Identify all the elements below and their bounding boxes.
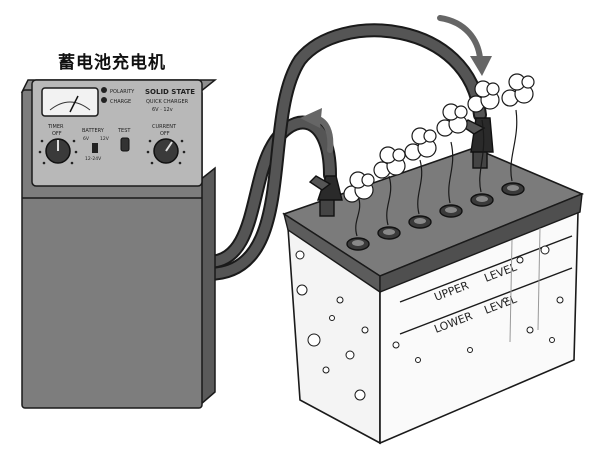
polarity-lamp (101, 87, 107, 93)
battery-range-label: 12-24V (85, 156, 102, 162)
rear-clamp (308, 175, 343, 201)
gas-cloud-5 (467, 80, 500, 113)
gas-cloud-4 (436, 103, 468, 137)
battery-lid-rim-right (379, 192, 583, 294)
battery-select-switch[interactable] (92, 143, 98, 153)
battery-6v-label: 6V (83, 136, 90, 142)
charger-cables (201, 23, 487, 281)
gas-cloud-1 (343, 171, 375, 203)
gas-plumes (343, 73, 535, 237)
timer-off-label: OFF (52, 131, 62, 137)
timer-label: TIMER (47, 124, 64, 130)
charge-label: CHARGE (110, 99, 131, 105)
brand-line-1: SOLID STATE (145, 88, 195, 96)
battery-charger: POLARITY CHARGE SOLID STATE QUICK CHARGE… (20, 79, 218, 409)
test-label: TEST (117, 128, 131, 134)
brand-line-2: QUICK CHARGER (146, 99, 189, 105)
car-battery: UPPER LEVEL LOWER LEVEL (282, 144, 585, 445)
lower-level-line (399, 267, 573, 335)
battery-12v-label: 12V (100, 136, 110, 142)
current-off-label: OFF (160, 131, 170, 137)
charger-title: 蓄电池充电机 (58, 53, 166, 73)
gas-cloud-6 (501, 73, 535, 107)
polarity-label: POLARITY (110, 89, 135, 95)
gas-cloud-2 (373, 146, 406, 179)
gas-cloud-3 (404, 127, 437, 161)
gas-bubbles (295, 245, 564, 401)
charge-lamp (101, 97, 107, 103)
current-arrows (300, 15, 492, 153)
test-switch[interactable] (120, 137, 130, 152)
incoming-arrow (437, 15, 483, 61)
ammeter-needle (69, 95, 79, 113)
current-label: CURRENT (152, 124, 177, 130)
battery-label: BATTERY (82, 128, 105, 134)
spec-label: 6V · 12v (152, 107, 173, 113)
